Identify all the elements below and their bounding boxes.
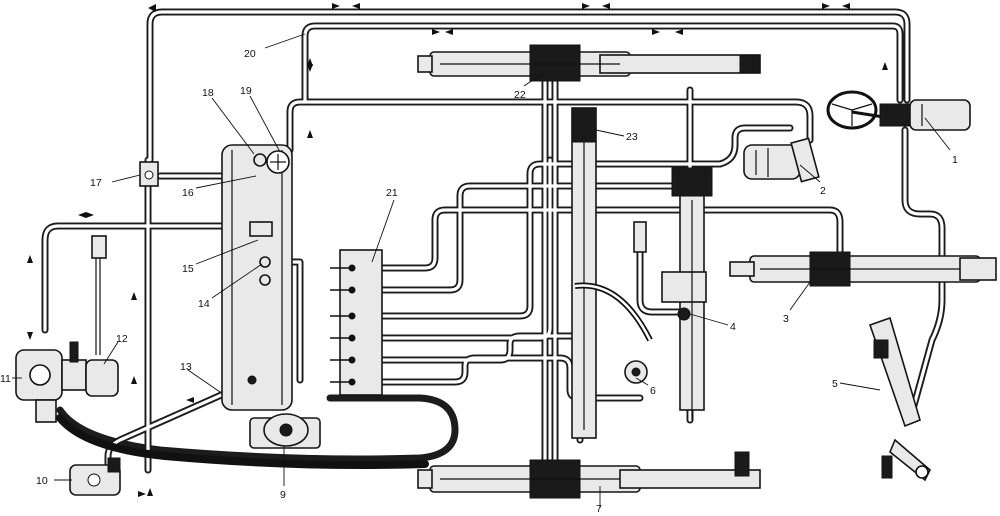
steering-unit [826,90,971,131]
hydraulic-pump-2 [743,137,820,183]
filter-9 [249,413,321,449]
pump-10 [69,457,121,496]
label-14: 14 [198,298,210,310]
label-16: 16 [182,187,194,199]
oil-tank [221,144,293,411]
label-20: 20 [244,48,256,60]
label-17: 17 [90,177,102,189]
label-19: 19 [240,85,252,97]
pipe-network [41,8,946,474]
label-23: 23 [626,131,638,143]
label-22: 22 [514,89,526,101]
leader-lines [12,33,951,508]
valve-6 [574,282,653,384]
right-cylinder [729,251,997,287]
label-5: 5 [832,378,838,390]
bottom-cylinder [417,451,761,499]
label-2: 2 [820,185,826,197]
label-11: 11 [0,373,11,385]
label-18: 18 [202,87,214,99]
flow-arrows [27,3,888,497]
label-13: 13 [180,361,192,373]
label-12: 12 [116,333,128,345]
label-7: 7 [596,503,602,515]
label-15: 15 [182,263,194,275]
label-3: 3 [783,313,789,325]
label-9: 9 [280,489,286,501]
control-valve-cylinder [633,167,713,420]
distribution-manifold [330,249,383,396]
top-cylinder [417,44,761,82]
labels: 1 2 3 4 5 6 7 9 10 11 12 13 14 15 16 17 … [0,48,958,515]
label-4: 4 [730,321,736,333]
label-21: 21 [386,187,398,199]
label-6: 6 [650,385,656,397]
valve-17 [139,161,159,187]
label-1: 1 [952,154,958,166]
vertical-cylinder [571,107,597,439]
linkage-lever [868,316,931,482]
label-10: 10 [36,475,48,487]
pump-assembly [15,235,119,423]
